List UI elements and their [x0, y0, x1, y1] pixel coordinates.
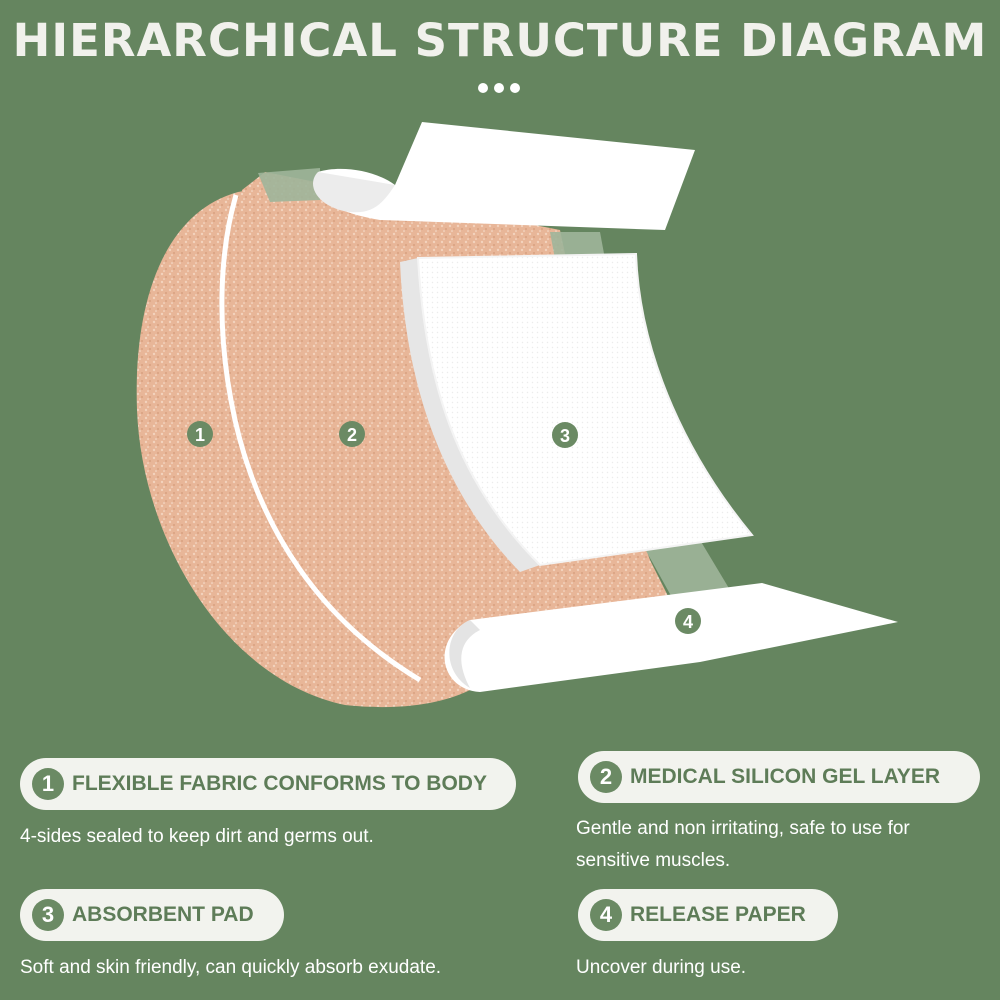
release-paper-top-curl [313, 172, 395, 213]
release-paper-bottom [444, 583, 898, 692]
title-divider-dots [478, 83, 520, 93]
gel-strip-top [258, 168, 320, 202]
feature-4-badge: 4 RELEASE PAPER [578, 889, 838, 941]
feature-3-badge: 3 ABSORBENT PAD [20, 889, 284, 941]
marker-2: 2 [339, 421, 365, 447]
feature-2-number: 2 [590, 761, 622, 793]
marker-3: 3 [552, 422, 578, 448]
release-paper-bottom-curl [449, 620, 480, 688]
feature-4-label: RELEASE PAPER [630, 903, 806, 926]
feature-2-description: Gentle and non irritating, safe to use f… [576, 818, 910, 871]
feature-4-number: 4 [590, 899, 622, 931]
feature-2-badge: 2 MEDICAL SILICON GEL LAYER [578, 751, 980, 803]
svg-text:4: 4 [683, 612, 693, 632]
feature-2-label: MEDICAL SILICON GEL LAYER [630, 765, 940, 788]
feature-1-description: 4-sides sealed to keep dirt and germs ou… [20, 826, 374, 847]
feature-1-badge: 1 FLEXIBLE FABRIC CONFORMS TO BODY [20, 758, 516, 810]
feature-3-description: Soft and skin friendly, can quickly abso… [20, 957, 442, 978]
feature-4-description: Uncover during use. [576, 957, 747, 978]
page-title: HIERARCHICAL STRUCTURE DIAGRAM [12, 14, 988, 67]
release-paper-top [315, 122, 695, 230]
bandage-layer-diagram: 1 2 3 4 [136, 122, 898, 708]
feature-1-label: FLEXIBLE FABRIC CONFORMS TO BODY [72, 772, 487, 795]
marker-4: 4 [675, 608, 701, 634]
svg-text:1: 1 [195, 425, 205, 445]
feature-1-number: 1 [32, 768, 64, 800]
svg-text:3: 3 [560, 426, 570, 446]
marker-1: 1 [187, 421, 213, 447]
fabric-layer-edge [219, 194, 422, 683]
absorbent-pad [416, 252, 754, 567]
pad-side [400, 258, 540, 572]
svg-text:2: 2 [347, 425, 357, 445]
feature-3-number: 3 [32, 899, 64, 931]
feature-3-label: ABSORBENT PAD [72, 903, 254, 926]
